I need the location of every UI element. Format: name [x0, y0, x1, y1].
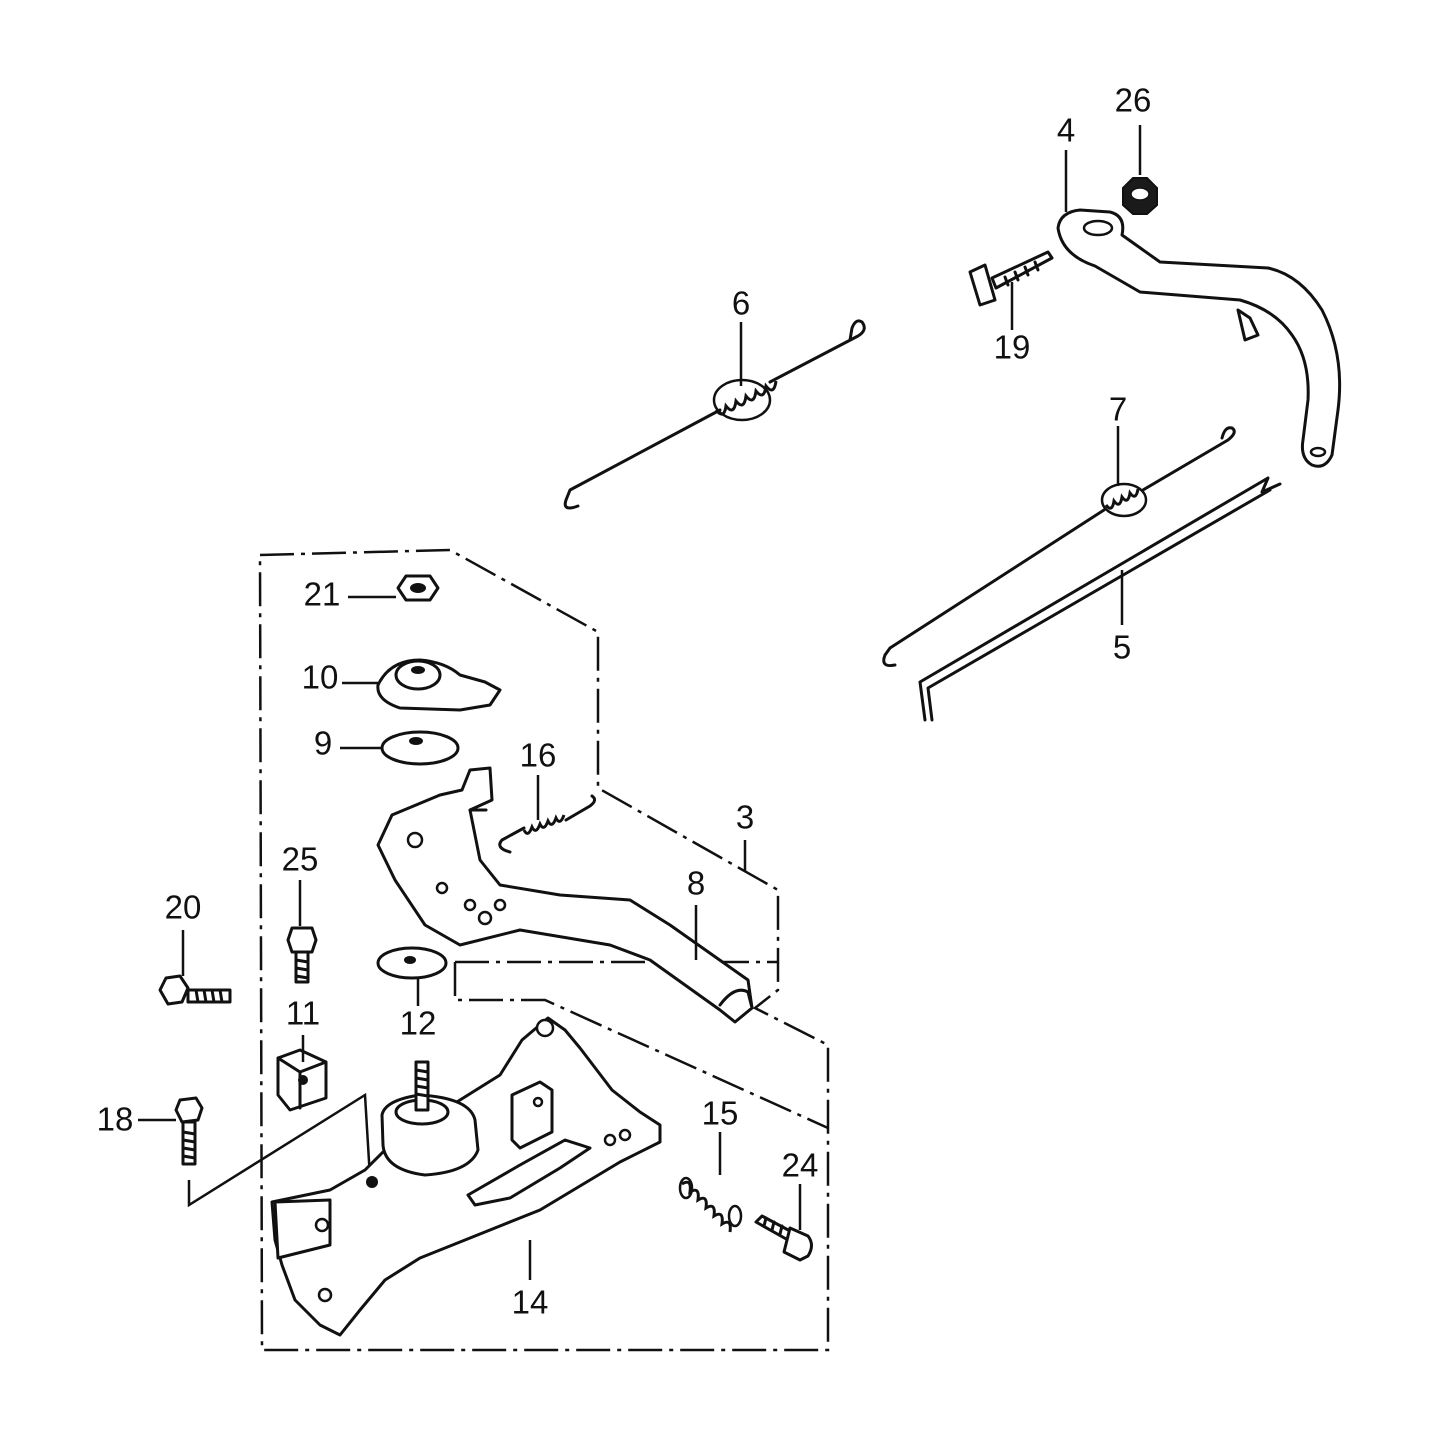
part-4-arm — [1056, 208, 1342, 468]
assembly-outline — [258, 548, 830, 1352]
part-16-spring — [498, 794, 597, 854]
callout-11: 11 — [286, 995, 320, 1032]
callout-21: 21 — [304, 576, 341, 613]
callout-12: 12 — [400, 1005, 437, 1042]
alignment-line — [187, 1092, 372, 1208]
callout-14: 14 — [512, 1284, 549, 1321]
callout-4: 4 — [1057, 112, 1075, 149]
callout-labels: 26 4 19 6 7 5 21 10 9 16 3 8 25 20 12 11… — [97, 82, 1152, 1321]
callout-7: 7 — [1109, 391, 1127, 428]
callout-20: 20 — [165, 889, 202, 926]
callout-15: 15 — [702, 1095, 739, 1132]
part-21-nut — [396, 574, 440, 602]
part-10-plate — [376, 658, 502, 712]
part-12-washer — [376, 946, 448, 980]
callout-9: 9 — [314, 725, 332, 762]
callout-16: 16 — [520, 737, 557, 774]
part-11-block — [276, 1048, 328, 1112]
part-7-spring-rod — [882, 426, 1236, 667]
part-8-bracket — [376, 766, 754, 1024]
callout-8: 8 — [687, 865, 705, 902]
part-24-bolt — [754, 1214, 813, 1262]
callout-25: 25 — [282, 841, 319, 878]
callout-6: 6 — [732, 285, 750, 322]
part-19-bolt — [968, 250, 1054, 307]
callout-26: 26 — [1115, 82, 1152, 119]
part-20-bolt — [158, 974, 232, 1006]
part-18-bolt — [174, 1096, 204, 1166]
part-5-rod — [918, 476, 1282, 722]
callout-18: 18 — [97, 1101, 134, 1138]
rubber-mount — [380, 1060, 480, 1177]
part-14-base-plate — [270, 1016, 662, 1337]
callout-5: 5 — [1113, 629, 1131, 666]
part-25-screw — [286, 926, 318, 984]
callout-10: 10 — [302, 659, 339, 696]
part-15-spring — [678, 1176, 743, 1233]
part-9-washer — [380, 730, 460, 766]
callout-19: 19 — [994, 329, 1031, 366]
part-6-spring-rod — [563, 319, 866, 510]
callout-3: 3 — [736, 799, 754, 836]
part-26-nut — [1122, 177, 1158, 215]
callout-24: 24 — [782, 1147, 819, 1184]
